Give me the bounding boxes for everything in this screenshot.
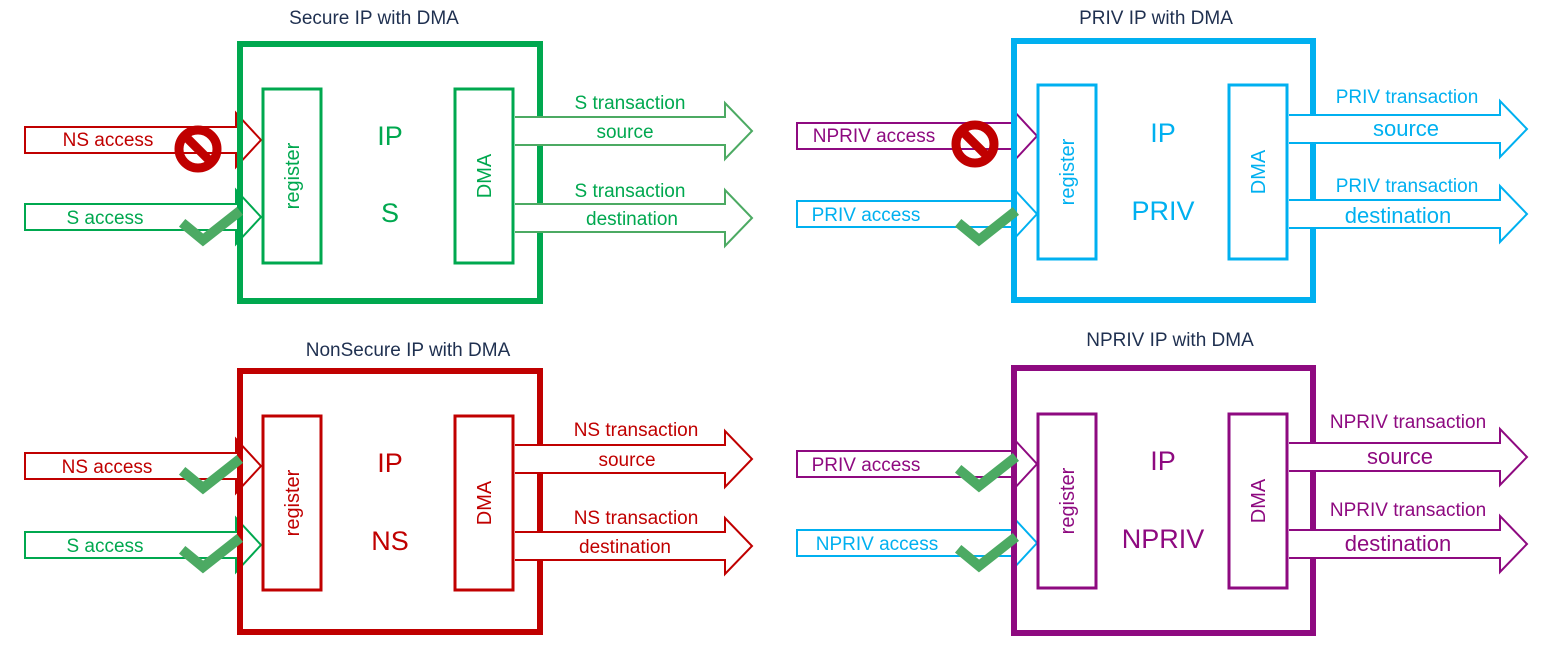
ip-label: IP <box>377 448 403 478</box>
blocked-icon <box>174 125 222 173</box>
checkmark-icon <box>954 532 1020 573</box>
dma-box <box>453 87 515 265</box>
input-label: S access <box>66 536 143 557</box>
register-box <box>261 87 323 265</box>
dma-box <box>1227 83 1289 261</box>
output-line1: S transaction <box>575 181 686 202</box>
output-arrow-destination <box>515 187 754 249</box>
panel-secure: Secure IP with DMA NS access S access re… <box>24 8 754 304</box>
register-label: register <box>1057 467 1079 534</box>
output-arrow-source <box>1289 98 1529 160</box>
checkmark-icon <box>954 452 1020 493</box>
dma-label: DMA <box>474 153 496 198</box>
panel-title: PRIV IP with DMA <box>1079 8 1233 29</box>
mode-label: S <box>381 198 399 228</box>
input-label: S access <box>66 208 143 229</box>
dma-label: DMA <box>1248 478 1270 523</box>
register-box <box>261 414 323 592</box>
output-line2: source <box>598 450 655 471</box>
input-label: NPRIV access <box>813 126 935 147</box>
input-arrow-ns-access <box>24 110 263 170</box>
output-arrow-source <box>515 100 754 162</box>
register-label: register <box>1057 138 1079 205</box>
blocked-icon <box>951 120 999 168</box>
output-line1: NPRIV transaction <box>1330 412 1486 433</box>
dma-label: DMA <box>474 480 496 525</box>
ip-box <box>1011 365 1316 636</box>
panel-nonsecure: NonSecure IP with DMA NS access S access… <box>24 340 754 635</box>
dma-label: DMA <box>1248 149 1270 194</box>
checkmark-icon <box>954 206 1020 247</box>
register-label: register <box>282 469 304 536</box>
output-arrow-source <box>515 428 754 490</box>
output-arrow-destination <box>515 515 754 577</box>
output-line2: destination <box>579 537 671 558</box>
ip-label: IP <box>1150 446 1176 476</box>
register-box <box>1036 412 1098 590</box>
output-line2: source <box>596 122 653 143</box>
output-arrow-destination <box>1289 183 1529 245</box>
output-line2: destination <box>586 209 678 230</box>
panel-npriv: NPRIV IP with DMA PRIV access NPRIV acce… <box>796 330 1529 636</box>
output-line1: NS transaction <box>574 420 699 441</box>
output-line2: source <box>1367 444 1433 469</box>
register-box <box>1036 83 1098 261</box>
input-label: NPRIV access <box>816 534 938 555</box>
output-arrow-source <box>1289 426 1529 488</box>
mode-label: PRIV <box>1131 196 1194 226</box>
ip-label: IP <box>377 121 403 151</box>
checkmark-icon <box>178 206 244 247</box>
input-arrow-s-access <box>24 515 263 575</box>
panel-title: Secure IP with DMA <box>289 8 459 29</box>
ip-box <box>1011 38 1316 303</box>
output-line1: NS transaction <box>574 508 699 529</box>
panel-priv: PRIV IP with DMA NPRIV access PRIV acces… <box>796 8 1529 303</box>
register-label: register <box>282 142 304 209</box>
output-line1: PRIV transaction <box>1336 176 1479 197</box>
dma-box <box>453 414 515 592</box>
ip-label: IP <box>1150 118 1176 148</box>
output-line1: S transaction <box>575 93 686 114</box>
ip-box <box>237 41 543 304</box>
output-line2: destination <box>1345 531 1451 556</box>
output-line1: PRIV transaction <box>1336 87 1479 108</box>
mode-label: NS <box>371 526 409 556</box>
input-label: PRIV access <box>812 205 921 226</box>
checkmark-icon <box>178 454 244 495</box>
output-line2: destination <box>1345 203 1451 228</box>
input-arrow-s-access <box>24 187 263 247</box>
output-line2: source <box>1373 116 1439 141</box>
dma-box <box>1227 412 1289 590</box>
ip-box <box>237 368 543 635</box>
input-label: PRIV access <box>812 455 921 476</box>
input-label: NS access <box>62 457 153 478</box>
checkmark-icon <box>178 533 244 574</box>
output-arrow-destination <box>1289 513 1529 575</box>
output-line1: NPRIV transaction <box>1330 500 1486 521</box>
mode-label: NPRIV <box>1122 524 1205 554</box>
panel-title: NonSecure IP with DMA <box>306 340 511 361</box>
input-arrow-ns-access <box>24 436 263 496</box>
input-label: NS access <box>63 130 154 151</box>
panel-title: NPRIV IP with DMA <box>1086 330 1254 351</box>
